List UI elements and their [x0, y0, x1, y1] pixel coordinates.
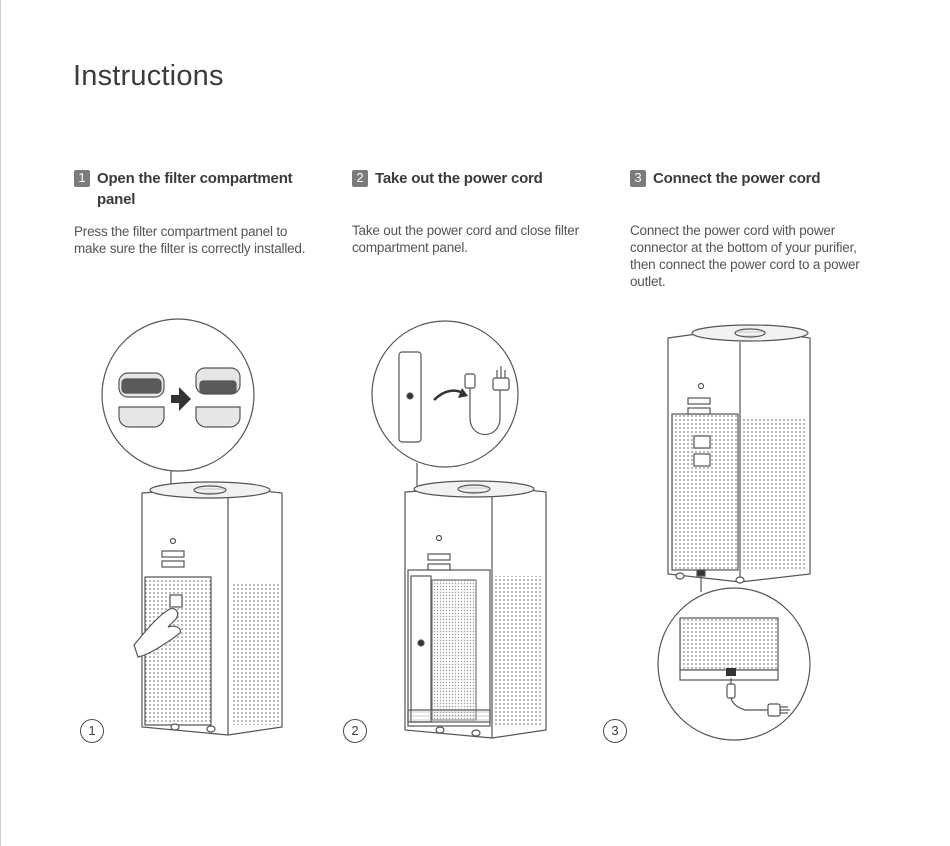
step-1-header: 1 Open the filter compartment panel [74, 168, 314, 210]
figure-1-number: 1 [80, 719, 104, 743]
step-1-badge: 1 [74, 170, 90, 187]
step-3-description: Connect the power cord with power connec… [630, 223, 860, 289]
step-2-badge: 2 [352, 170, 368, 187]
right-arrow-icon [171, 387, 191, 411]
page-title: Instructions [73, 60, 224, 92]
illustration-step-3 [657, 324, 811, 741]
step-2-header: 2 Take out the power cord [352, 168, 592, 189]
step-2: 2 Take out the power cord Take out the p… [352, 168, 592, 256]
figure-2-number: 2 [343, 719, 367, 743]
figure-3-number: 3 [603, 719, 627, 743]
step-3-badge: 3 [630, 170, 646, 187]
illustration-step-1 [101, 318, 283, 736]
step-2-description: Take out the power cord and close filter… [352, 223, 579, 255]
step-3-title: Connect the power cord [653, 170, 821, 187]
power-cord-icon [469, 386, 501, 435]
step-1: 1 Open the filter compartment panel Pres… [74, 168, 314, 257]
power-plug-icon [767, 703, 790, 717]
step-1-description: Press the filter compartment panel to ma… [74, 224, 306, 256]
step-1-title: Open the filter compartment panel [97, 170, 293, 208]
page-edge [0, 0, 1, 846]
step-3: 3 Connect the power cord Connect the pow… [630, 168, 870, 290]
illustration-step-2 [371, 320, 547, 739]
step-2-title: Take out the power cord [375, 170, 543, 187]
step-3-header: 3 Connect the power cord [630, 168, 870, 189]
power-plug-icon [492, 366, 510, 391]
